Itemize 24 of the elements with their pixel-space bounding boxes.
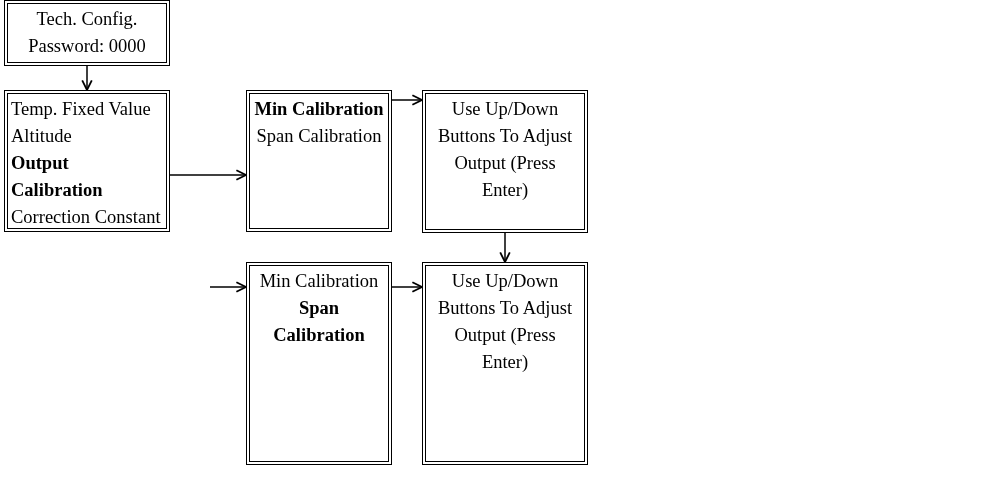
menu-text: Min Calibration bbox=[258, 270, 380, 293]
double-arrow bbox=[499, 232, 511, 263]
menu-text: Output Calibration bbox=[11, 152, 104, 202]
menu-text: Tech. Config. bbox=[35, 8, 139, 31]
menu-text: Use Up/Down Buttons To Adjust Output (Press Enter) bbox=[436, 270, 574, 374]
menu-screen-box bbox=[4, 0, 170, 66]
menu-screen-box bbox=[246, 90, 392, 232]
menu-text: Use Up/Down Buttons To Adjust Output (Press Enter) bbox=[436, 98, 574, 202]
menu-text: Min Calibration bbox=[253, 98, 385, 121]
menu-text: Altitude bbox=[11, 125, 73, 148]
double-arrow bbox=[391, 94, 423, 106]
double-arrow bbox=[391, 281, 423, 293]
menu-text: Correction Constant bbox=[11, 206, 162, 229]
menu-screen-box bbox=[422, 90, 588, 233]
double-arrow bbox=[81, 65, 93, 91]
menu-screen-box bbox=[4, 90, 170, 232]
double-arrow bbox=[169, 169, 247, 181]
menu-text: Temp. Fixed Value bbox=[11, 98, 152, 121]
menu-text: Password: 0000 bbox=[27, 35, 147, 58]
menu-screen-box bbox=[422, 262, 588, 465]
menu-text: Span Calibration bbox=[255, 125, 383, 148]
double-arrow bbox=[209, 281, 247, 293]
menu-text: Span Calibration bbox=[272, 297, 366, 347]
menu-screen-box bbox=[246, 262, 392, 465]
